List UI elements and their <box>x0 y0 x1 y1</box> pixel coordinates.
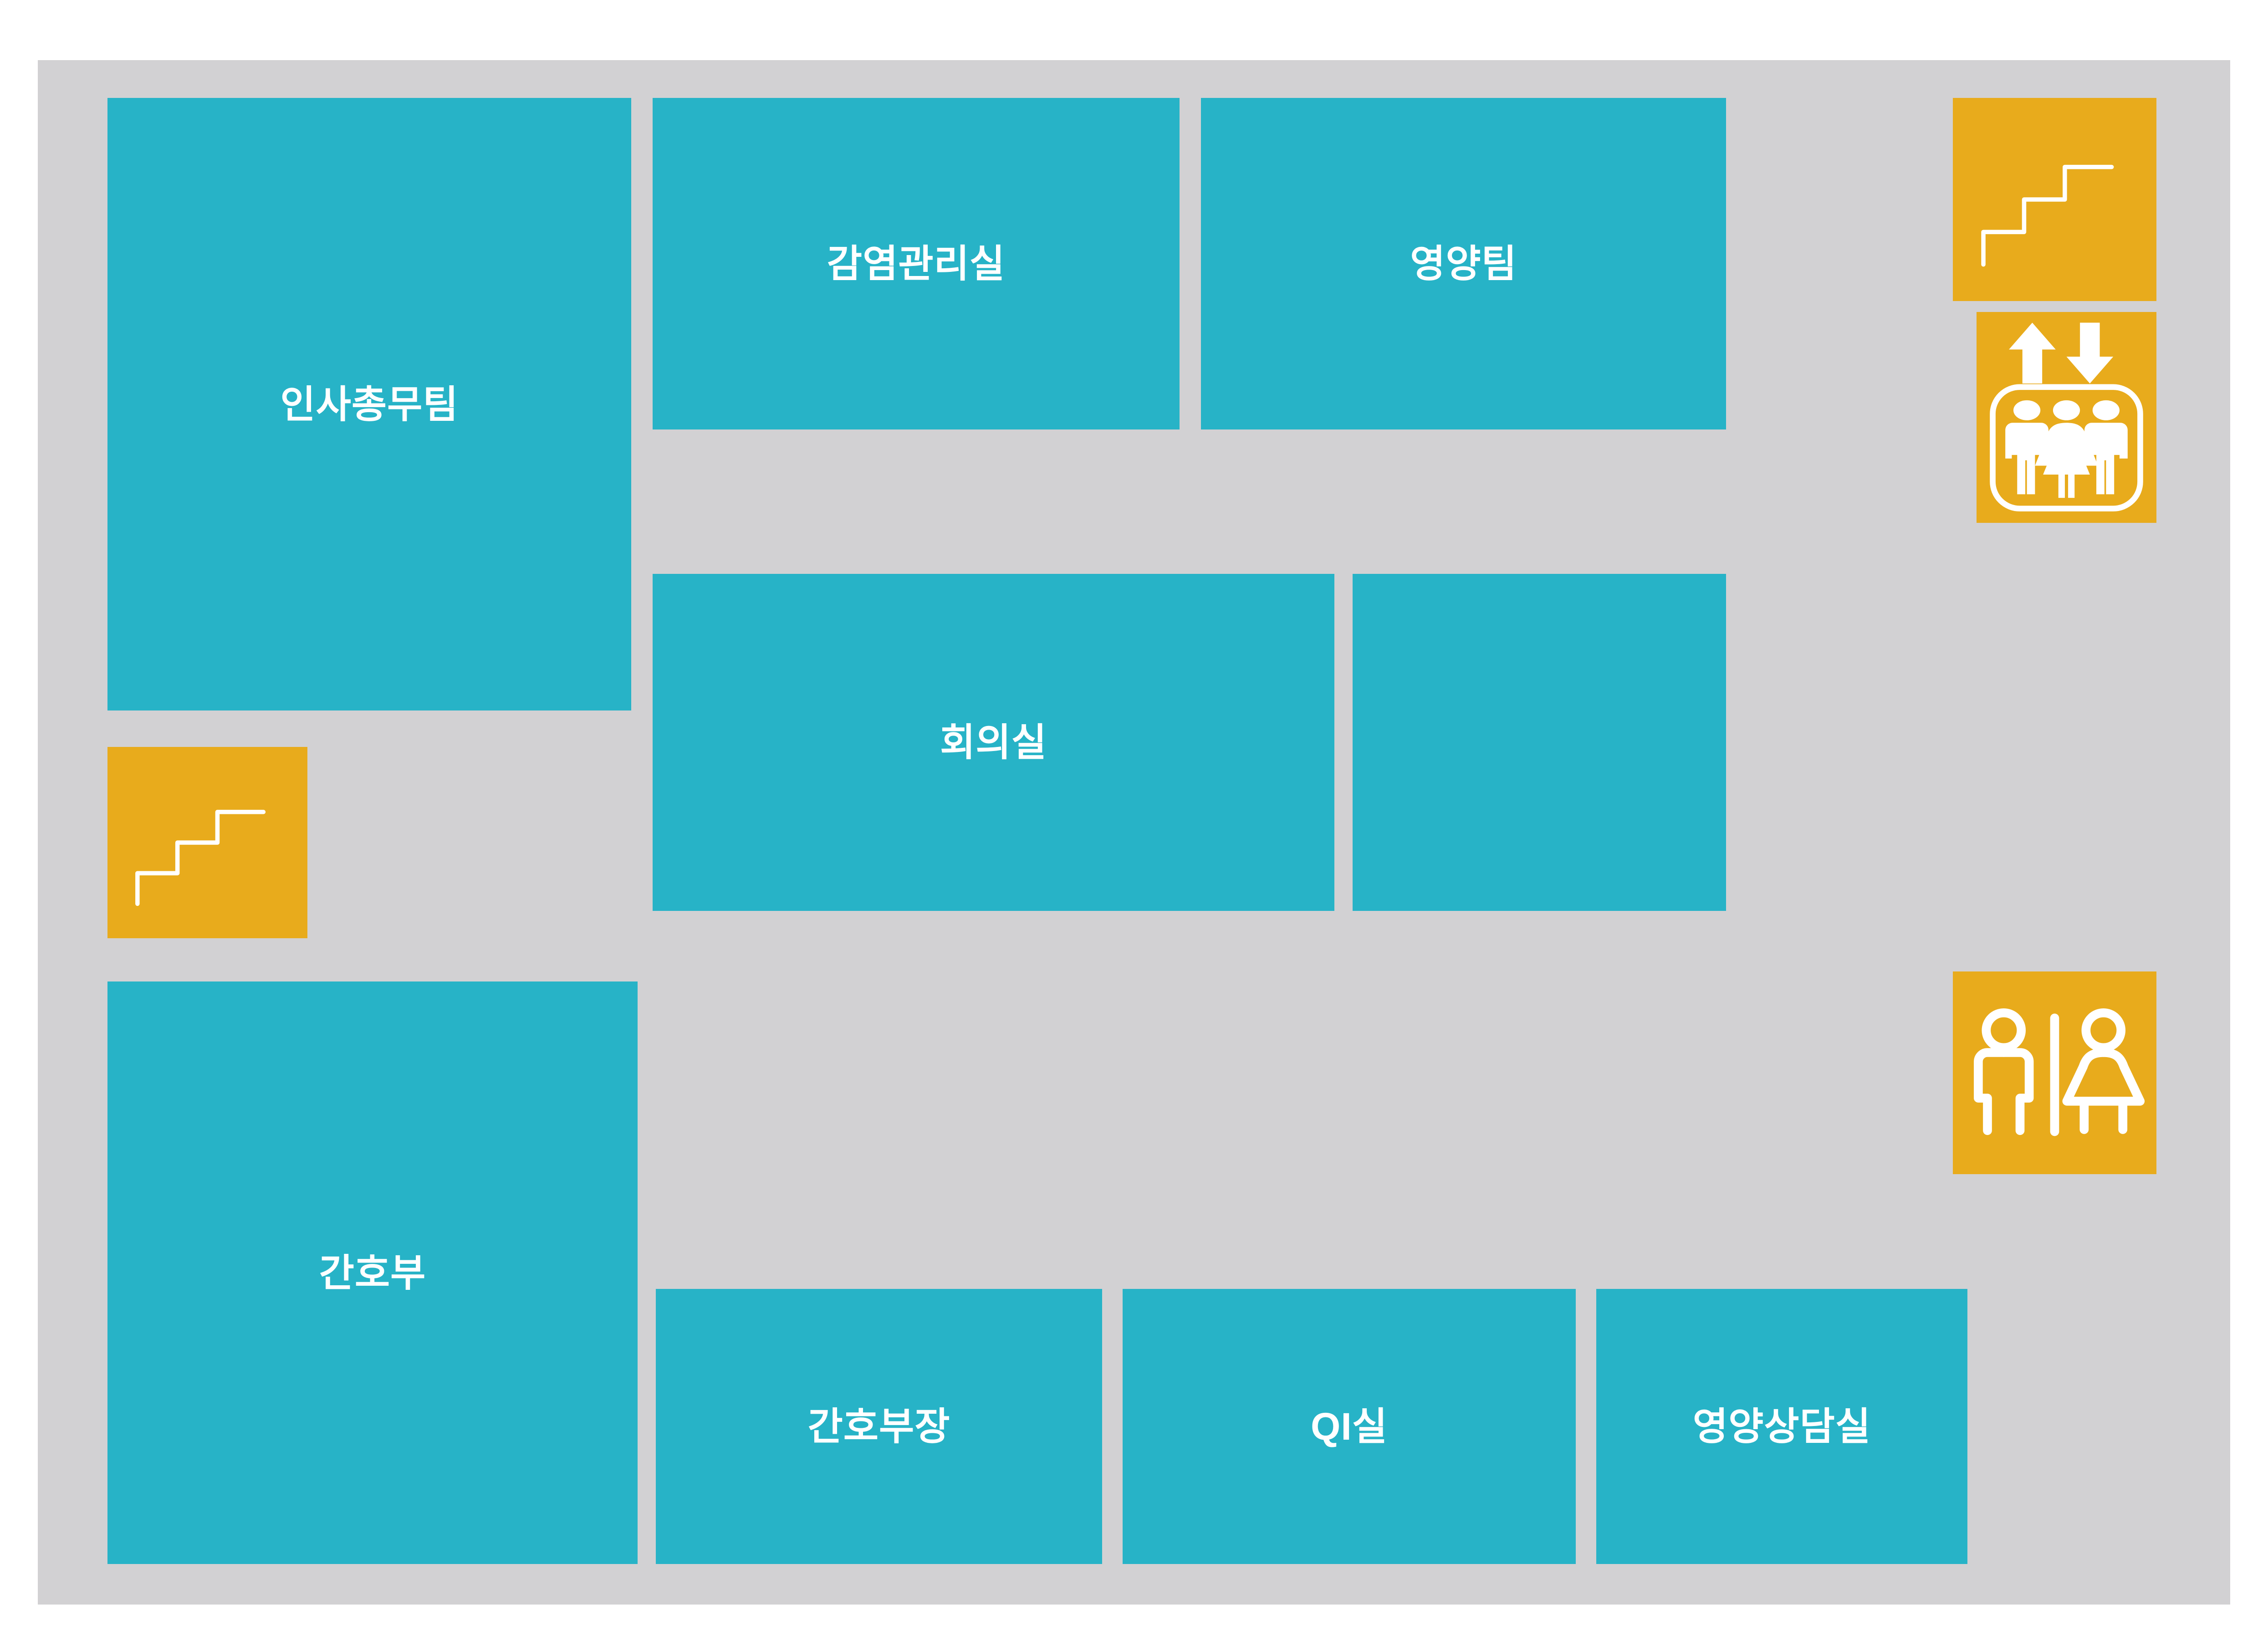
room-infection-control-room[interactable]: 감염관리실 <box>653 98 1180 429</box>
stairs-icon[interactable] <box>107 747 307 938</box>
restroom-icon[interactable] <box>1953 971 2156 1174</box>
room-head-nurse-office[interactable]: 간호부장 <box>656 1289 1102 1564</box>
room-label: 감염관리실 <box>827 242 1006 285</box>
room-label: 간호부 <box>319 1251 426 1294</box>
room-label: 간호부장 <box>807 1405 950 1448</box>
stairs-icon[interactable] <box>1953 98 2156 301</box>
room-nursing-department[interactable]: 간호부 <box>107 981 638 1564</box>
room-qi-room[interactable]: QI실 <box>1123 1289 1576 1564</box>
room-label: 영양팀 <box>1410 242 1517 285</box>
room-label: QI실 <box>1311 1405 1388 1448</box>
room-label: 회의실 <box>940 721 1047 764</box>
room-label: 영양상담실 <box>1692 1405 1871 1448</box>
room-conference-room[interactable]: 회의실 <box>653 574 1334 911</box>
elevator-icon[interactable] <box>1977 312 2156 523</box>
room-label: 인사총무팀 <box>280 383 459 426</box>
room-unlabeled[interactable] <box>1353 574 1726 911</box>
room-nutrition-counseling-room[interactable]: 영양상담실 <box>1596 1289 1967 1564</box>
room-hr-general-affairs-team[interactable]: 인사총무팀 <box>107 98 631 710</box>
room-nutrition-team[interactable]: 영양팀 <box>1201 98 1726 429</box>
